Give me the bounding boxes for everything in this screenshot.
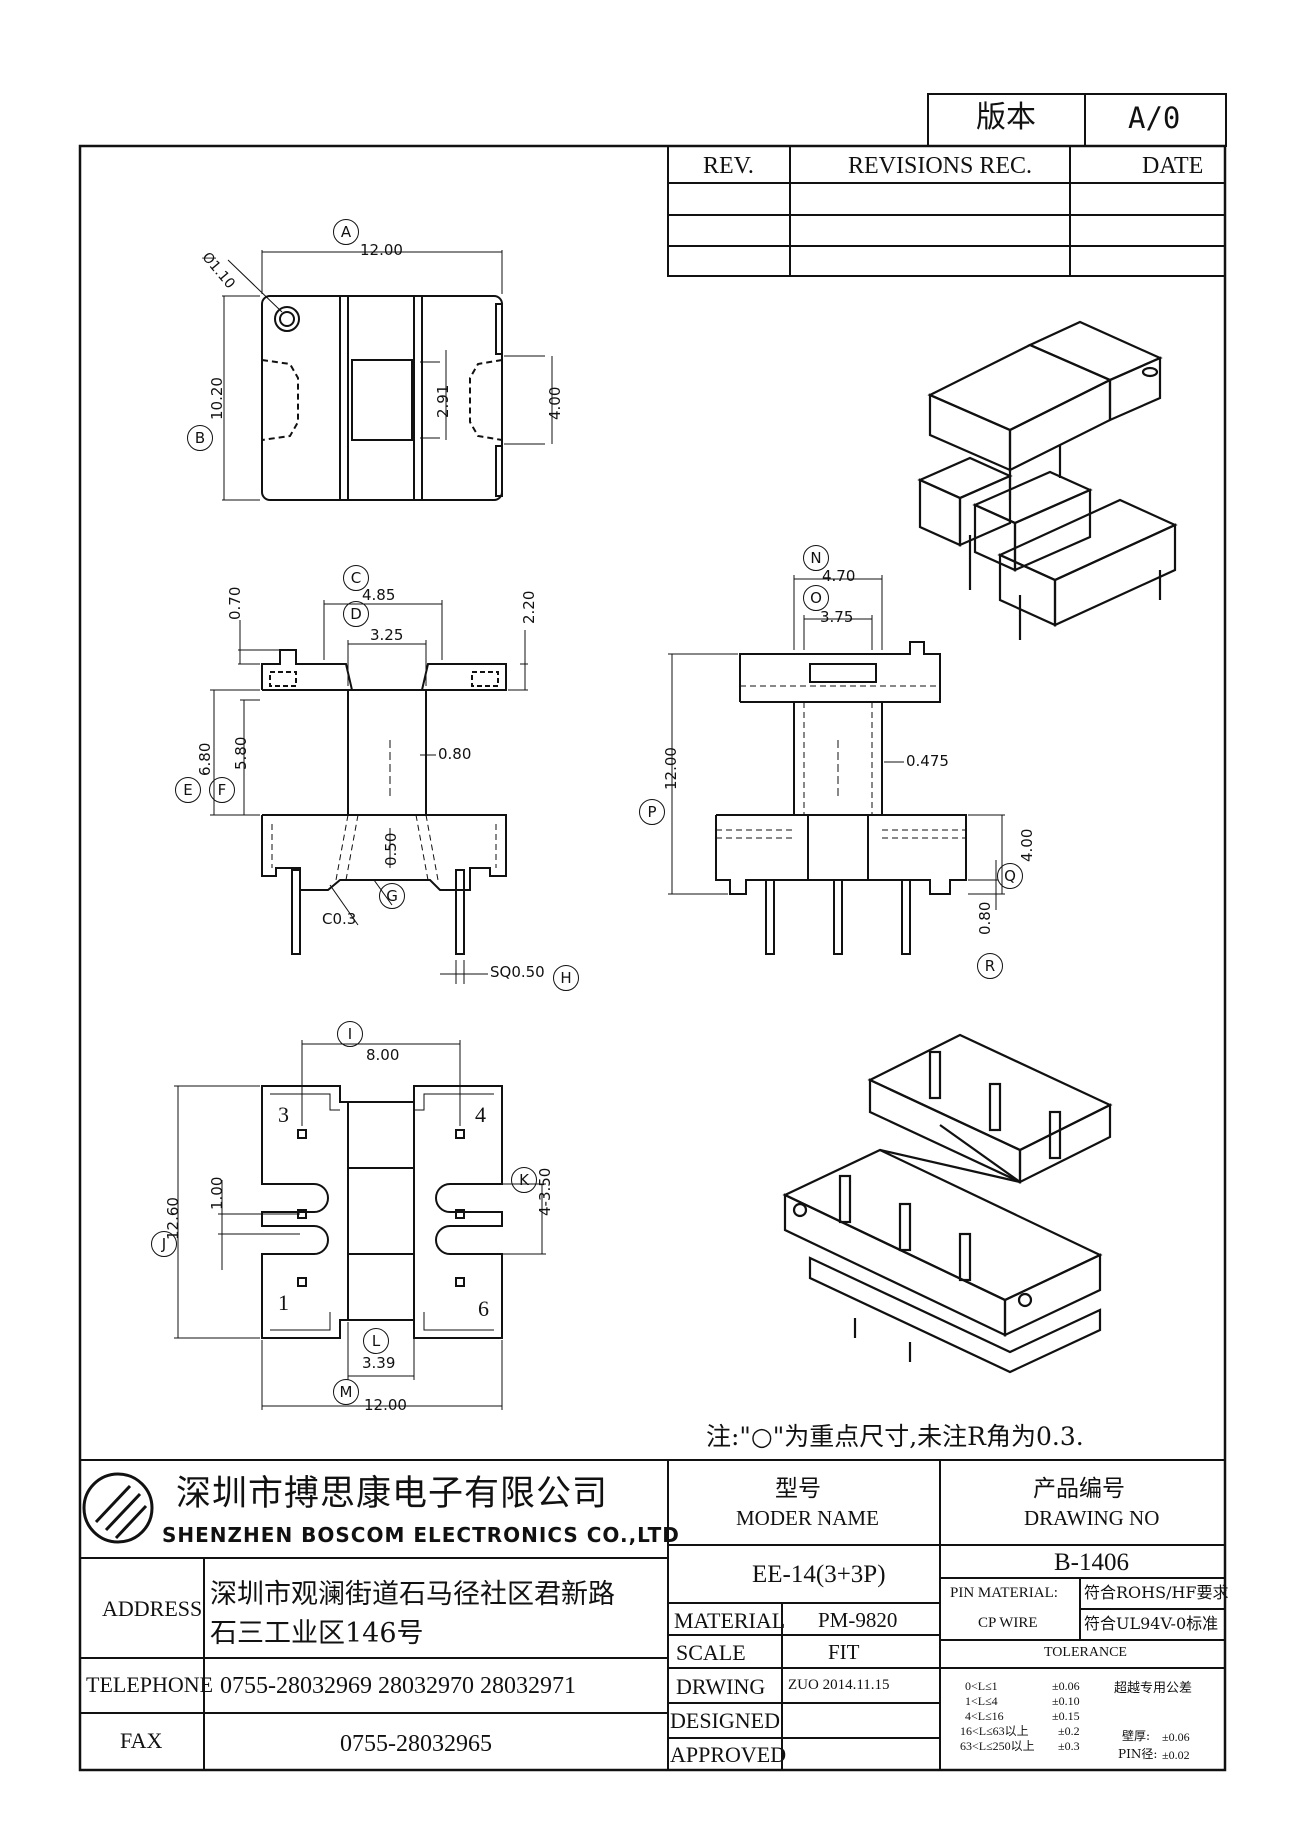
drawing-no-label-en: DRAWING NO <box>1024 1506 1160 1530</box>
drawing-no-value: B-1406 <box>1054 1549 1129 1576</box>
dim-Q: 4.00 <box>1018 828 1036 862</box>
callout-O: O <box>803 585 829 611</box>
dim-2.20: 2.20 <box>520 590 538 624</box>
pin-6: 6 <box>478 1296 489 1321</box>
tolerance-range: 1<L≤4 <box>965 1694 998 1708</box>
version-value: A/0 <box>1128 101 1181 135</box>
fax-label: FAX <box>120 1728 163 1753</box>
scale-value: FIT <box>828 1640 860 1664</box>
pin-3: 3 <box>278 1102 289 1127</box>
dim-0.475: 0.475 <box>906 752 949 770</box>
dim-E: 6.80 <box>196 742 214 776</box>
tolerance-value: ±0.2 <box>1058 1724 1080 1738</box>
dim-R: 0.80 <box>976 901 994 935</box>
pin-4: 4 <box>475 1102 486 1127</box>
dim-4.00-top: 4.00 <box>546 386 564 420</box>
model-value: EE-14(3+3P) <box>752 1561 886 1588</box>
wall-thickness-value: ±0.06 <box>1162 1730 1190 1744</box>
callout-N: N <box>803 545 829 571</box>
approved-label: APPROVED <box>670 1742 787 1767</box>
dim-F: 5.80 <box>232 736 250 770</box>
revisions-header: REVISIONS REC. <box>848 153 1033 179</box>
tolerance-range: 4<L≤16 <box>965 1709 1004 1723</box>
callout-R: R <box>977 953 1003 979</box>
rohs-requirement: 符合ROHS/HF要求 <box>1084 1583 1229 1602</box>
address-line-2: 石三工业区146号 <box>210 1618 424 1649</box>
callout-E: E <box>175 777 201 803</box>
dim-K: 4-3.50 <box>536 1167 554 1216</box>
callout-I: I <box>337 1021 363 1047</box>
drawing-date: ZUO 2014.11.15 <box>788 1677 890 1693</box>
callout-L: L <box>363 1328 389 1354</box>
designed-label: DESIGNED <box>670 1708 780 1733</box>
tolerance-range: 63<L≤250以上 <box>960 1739 1035 1753</box>
callout-G: G <box>379 883 405 909</box>
drawing-label: DRWING <box>676 1674 766 1699</box>
fax-value: 0755-28032965 <box>340 1731 492 1757</box>
company-name-cn: 深圳市搏思康电子有限公司 <box>176 1474 609 1514</box>
tolerance-value: ±0.10 <box>1052 1694 1080 1708</box>
pin-diameter-label: PIN径: <box>1118 1747 1158 1761</box>
callout-B: B <box>187 425 213 451</box>
model-label-cn: 型号 <box>775 1476 821 1502</box>
callout-P: P <box>639 799 665 825</box>
callout-C: C <box>343 565 369 591</box>
tolerance-value: ±0.06 <box>1052 1679 1080 1693</box>
wall-thickness-label: 壁厚: <box>1122 1729 1151 1743</box>
material-label: MATERIAL <box>674 1608 786 1633</box>
callout-H: H <box>553 965 579 991</box>
company-name-en: SHENZHEN BOSCOM ELECTRONICS CO.,LTD <box>162 1523 680 1547</box>
dim-D: 3.25 <box>370 626 404 644</box>
cp-wire-label: CP WIRE <box>978 1615 1038 1631</box>
model-label-en: MODER NAME <box>736 1506 879 1530</box>
callout-M: M <box>333 1379 359 1405</box>
drawing-note: 注:"○"为重点尺寸,未注R角为0.3. <box>706 1422 1084 1451</box>
address-label: ADDRESS <box>102 1596 203 1621</box>
pin-1: 1 <box>278 1290 289 1315</box>
tolerance-value: ±0.3 <box>1058 1739 1080 1753</box>
tolerance-label: TOLERANCE <box>1044 1645 1127 1660</box>
material-value: PM-9820 <box>818 1608 898 1632</box>
tolerance-special: 超越专用公差 <box>1114 1681 1193 1696</box>
tolerance-range: 16<L≤63以上 <box>960 1724 1029 1738</box>
dim-L: 3.39 <box>362 1354 396 1372</box>
callout-A: A <box>333 219 359 245</box>
telephone-value: 0755-28032969 28032970 28032971 <box>220 1673 576 1699</box>
dim-P: 12.00 <box>662 747 680 790</box>
ul-standard: 符合UL94V-0标准 <box>1084 1614 1219 1633</box>
pin-material-label: PIN MATERIAL: <box>950 1585 1058 1601</box>
dim-N: 4.70 <box>822 567 856 585</box>
dim-B: 10.20 <box>208 377 226 420</box>
address-line-1: 深圳市观澜街道石马径社区君新路 <box>210 1579 615 1610</box>
dim-2.91: 2.91 <box>434 384 452 418</box>
scale-label: SCALE <box>676 1640 746 1665</box>
dim-C: 4.85 <box>362 586 396 604</box>
rev-header: REV. <box>703 153 754 179</box>
dim-0.70: 0.70 <box>226 586 244 620</box>
callout-F: F <box>209 777 235 803</box>
callout-J: J <box>151 1231 177 1257</box>
callout-Q: Q <box>997 863 1023 889</box>
dim-SQ0.50: SQ0.50 <box>490 963 545 981</box>
callout-D: D <box>343 601 369 627</box>
dim-A: 12.00 <box>360 241 403 259</box>
callout-K: K <box>511 1167 537 1193</box>
dim-M: 12.00 <box>364 1396 407 1414</box>
dim-1.00: 1.00 <box>208 1176 226 1210</box>
tolerance-value: ±0.15 <box>1052 1709 1080 1723</box>
pin-diameter-value: ±0.02 <box>1162 1748 1190 1762</box>
date-header: DATE <box>1142 153 1204 179</box>
dim-I: 8.00 <box>366 1046 400 1064</box>
drawing-no-label-cn: 产品编号 <box>1033 1476 1125 1502</box>
version-label: 版本 <box>976 100 1036 135</box>
tolerance-range: 0<L≤1 <box>965 1679 998 1693</box>
telephone-label: TELEPHONE <box>86 1672 214 1697</box>
dim-0.50: 0.50 <box>382 832 400 866</box>
dim-C0.3: C0.3 <box>322 910 357 928</box>
dim-0.80: 0.80 <box>438 745 472 763</box>
dim-O: 3.75 <box>820 608 854 626</box>
